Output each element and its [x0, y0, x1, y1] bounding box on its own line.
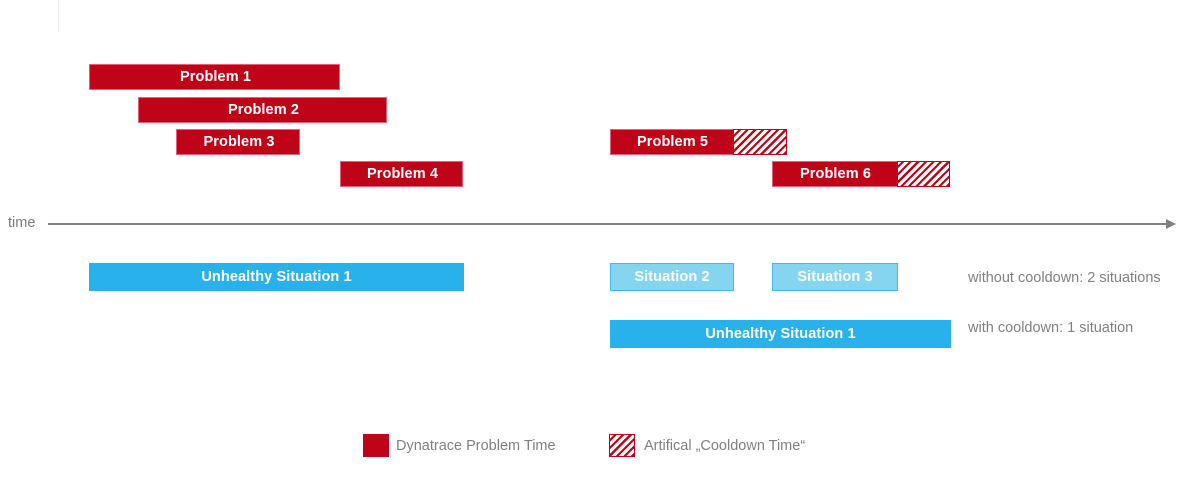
problem-bar-label: Problem 5 — [636, 134, 708, 150]
problem-bar-label: Problem 2 — [227, 102, 299, 118]
legend-label: Artifical „Cooldown Time“ — [644, 438, 806, 454]
slide-edge — [58, 0, 59, 32]
situation-count-annotation: with cooldown: 1 situation — [968, 320, 1134, 336]
problem-bar: Problem 3 — [176, 129, 300, 155]
problem-bar: Problem 5 — [610, 129, 787, 155]
cooldown-segment — [897, 161, 950, 187]
situation-bar: Situation 3 — [772, 263, 898, 291]
problem-bar-label: Problem 6 — [799, 166, 871, 182]
problem-bar: Problem 4 — [340, 161, 463, 187]
situation-count-annotation: without cooldown: 2 situations — [968, 270, 1161, 286]
situation-bar: Unhealthy Situation 1 — [610, 320, 951, 348]
problem-bar: Problem 2 — [138, 97, 387, 123]
legend-label: Dynatrace Problem Time — [396, 438, 556, 454]
problem-bar-label: Problem 4 — [366, 166, 438, 182]
problem-bar-label: Problem 1 — [179, 69, 251, 85]
time-axis-label: time — [8, 215, 36, 231]
time-axis-line — [48, 223, 1168, 225]
problem-bar-label: Problem 3 — [203, 134, 275, 150]
situation-bar: Unhealthy Situation 1 — [89, 263, 464, 291]
situation-bar: Situation 2 — [610, 263, 734, 291]
time-axis-arrowhead-icon — [1166, 219, 1176, 229]
legend-swatch-cooldown-icon — [609, 434, 635, 457]
problem-bar: Problem 6 — [772, 161, 950, 187]
legend-swatch-problem-icon — [363, 434, 389, 457]
problem-bar: Problem 1 — [89, 64, 340, 90]
cooldown-segment — [733, 129, 787, 155]
